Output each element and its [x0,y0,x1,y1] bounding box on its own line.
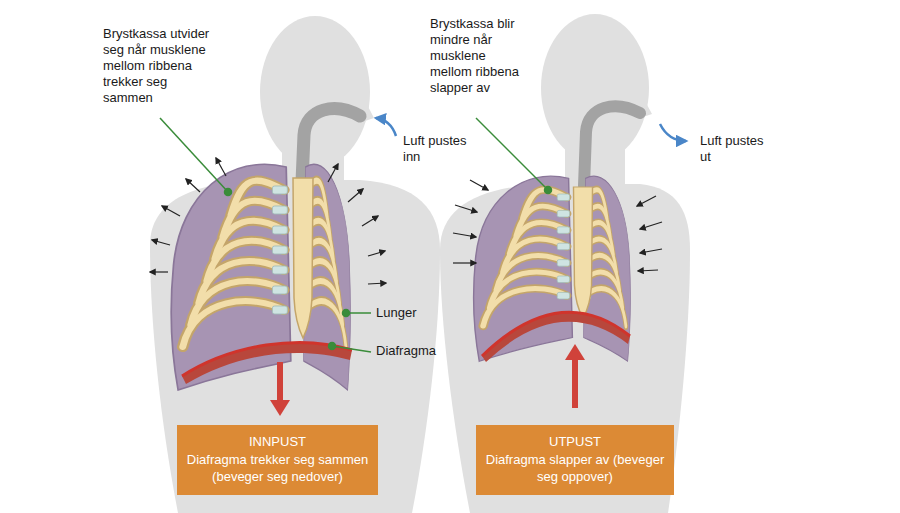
part-label: Diafragma [376,343,461,359]
airway [584,106,640,186]
body-silhouette [150,16,440,513]
callout-text: Brystkassa utvider seg når musklene mell… [103,26,213,106]
expand-arrows [150,158,386,284]
air-label: Luft pustes ut [700,133,775,165]
red-arrow-down [270,362,290,416]
phase-box: UTPUSTDiafragma slapper av (beveger seg … [476,425,674,495]
diaphragm-line [182,342,352,376]
phase-heading: UTPUST [549,434,601,451]
phase-heading: INNPUST [249,434,306,451]
air-in-arrow [376,118,396,136]
ribcage-lungs [474,176,631,361]
contract-arrows [453,180,662,271]
air-label: Luft pustes inn [403,133,478,165]
diaphragm-line [482,312,630,356]
diaphragm [182,342,352,384]
ribcage-lungs [171,164,350,390]
phase-description: Diafragma slapper av (beveger seg oppove… [482,452,668,486]
leader-lines [160,118,552,352]
phase-box: INNPUSTDiafragma trekker seg sammen (bev… [177,425,378,495]
callout-text: Brystkassa blir mindre når musklene mell… [430,16,522,96]
air-out-arrow [660,124,686,141]
diaphragm [482,312,630,362]
red-arrow-up [565,344,585,408]
part-label: Lunger [376,305,446,321]
phase-description: Diafragma trekker seg sammen (beveger se… [183,452,372,486]
